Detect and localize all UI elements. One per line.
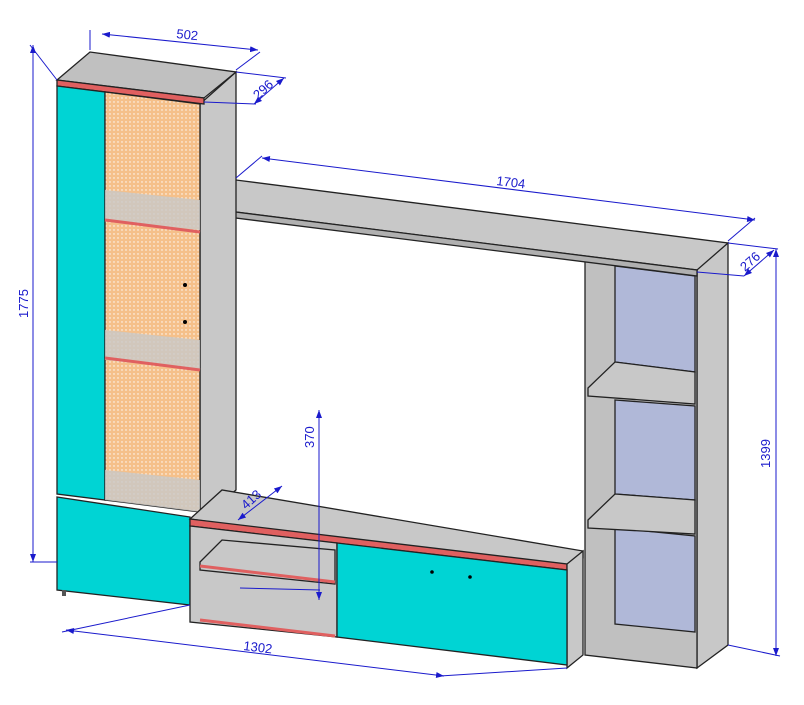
dim-label-1399: 1399 — [758, 439, 773, 468]
shelf — [587, 361, 696, 405]
dim-label-370: 370 — [302, 426, 317, 448]
dimension-lines — [29, 30, 781, 679]
dim-label-296: 296 — [250, 77, 276, 103]
glass-panel-middle — [614, 399, 696, 501]
teal-door — [56, 85, 106, 501]
dim-label-1302: 1302 — [243, 638, 274, 656]
dim-label-276: 276 — [737, 249, 763, 275]
glass-panel-bottom — [614, 527, 696, 633]
top-shelf — [202, 179, 730, 277]
tall-cabinet — [55, 51, 238, 606]
bottom-drawer — [56, 496, 191, 606]
door-knob — [183, 283, 187, 287]
glass-panel-top — [614, 265, 696, 373]
door-knob — [183, 320, 187, 324]
right-column — [584, 241, 729, 670]
dim-label-1775: 1775 — [16, 289, 31, 318]
orange-door — [104, 91, 201, 513]
dim-label-1704: 1704 — [496, 173, 527, 191]
shelf — [587, 493, 696, 535]
dim-label-502: 502 — [176, 26, 199, 43]
